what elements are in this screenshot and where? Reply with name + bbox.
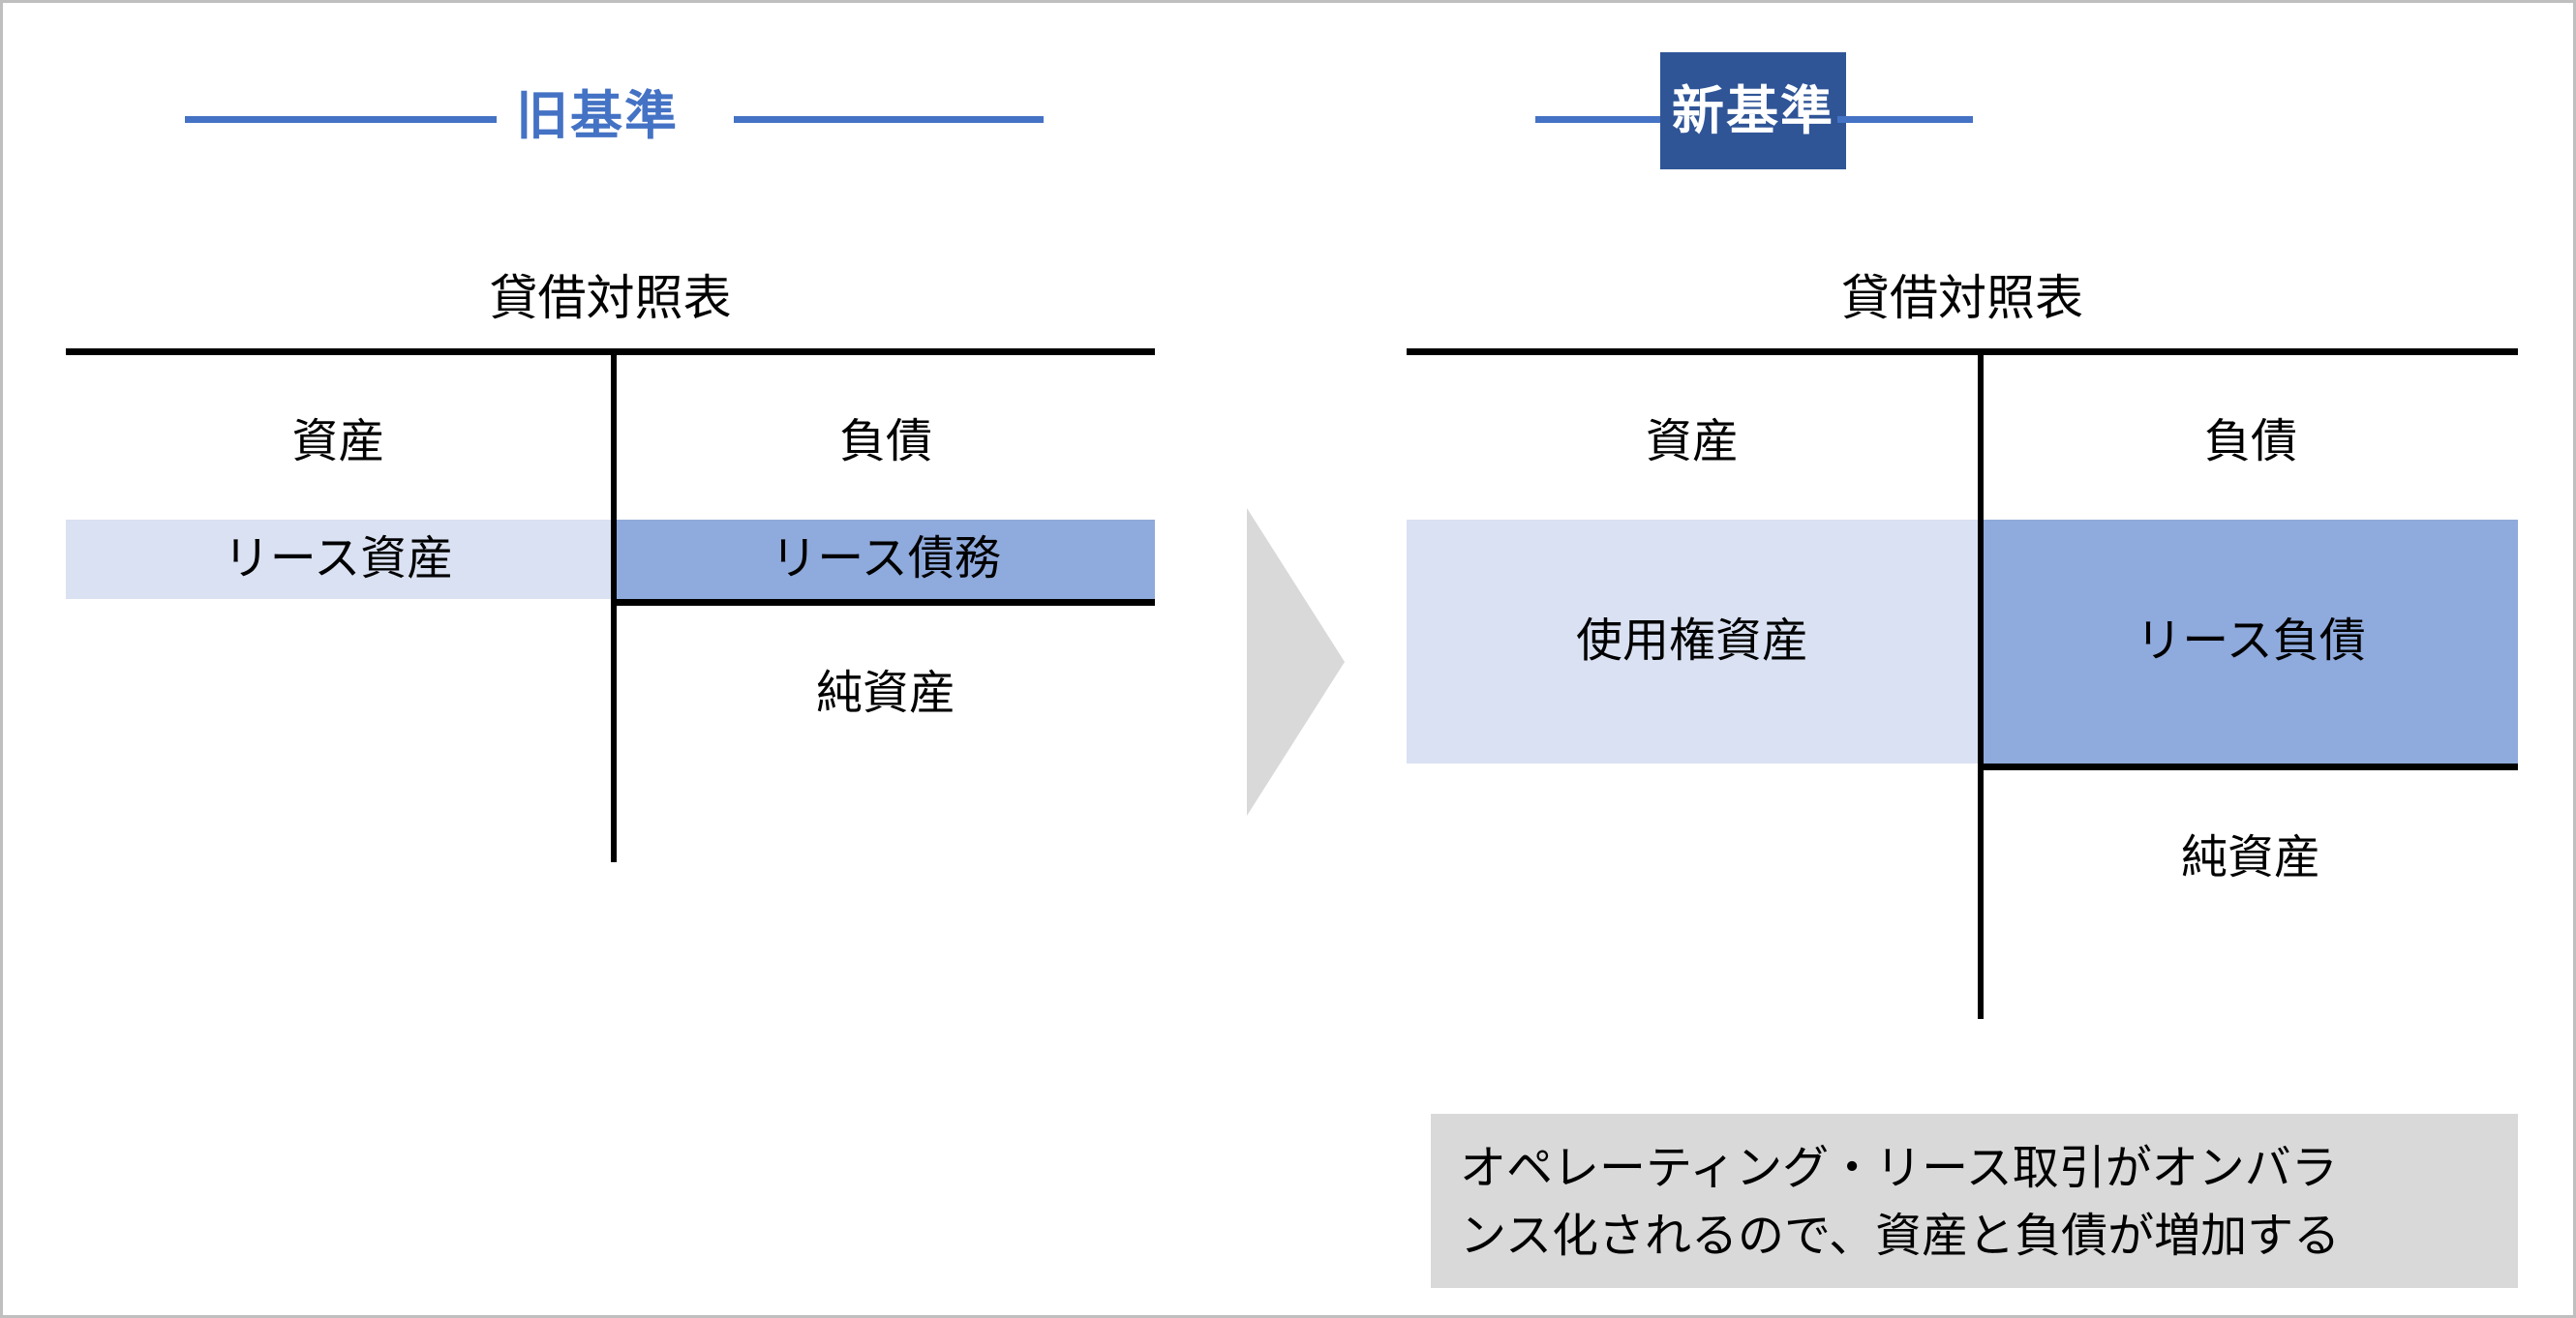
right-bs-net-assets: 純資産 xyxy=(2180,832,2320,884)
right-triangle-arrow-icon xyxy=(1247,508,1345,816)
left-section-header: 旧基準 xyxy=(3,51,1165,187)
header-rule-right-2 xyxy=(1837,116,1973,123)
left-bs-liability-header: 負債 xyxy=(838,416,932,467)
right-bs-vertical-divider xyxy=(1978,351,1984,1019)
caption-line-1: オペレーティング・リース取引がオンバラ xyxy=(1460,1143,2338,1194)
left-bs-liability-fill xyxy=(617,520,1155,599)
left-bs-asset-fill xyxy=(66,520,611,599)
left-bs-vertical-divider xyxy=(611,351,617,862)
right-bs-asset-header: 資産 xyxy=(1645,416,1739,467)
right-section-header: 新基準 xyxy=(1407,51,2520,187)
header-rule-right xyxy=(734,116,1044,123)
right-bs-title: 貸借対照表 xyxy=(1841,271,2083,325)
left-bs-net-assets: 純資産 xyxy=(815,668,955,719)
left-bs-asset-item: リース資産 xyxy=(223,533,454,584)
caption-line-2: ンス化されるので、資産と負債が増加する xyxy=(1460,1210,2341,1262)
right-bs-liability-bottom-rule xyxy=(1984,764,2518,770)
header-rule-left-2 xyxy=(1535,116,1665,123)
right-balance-sheet: 貸借対照表 資産 負債 使用権資産 リース負債 純資産 xyxy=(3,3,2573,1087)
right-bs-liability-fill xyxy=(1984,520,2518,764)
left-bs-liability-bottom-rule xyxy=(617,599,1155,606)
right-header-box: 新基準 xyxy=(1660,52,1846,169)
left-balance-sheet: 貸借対照表 資産 負債 リース資産 リース債務 純資産 xyxy=(3,3,1261,932)
caption-box: オペレーティング・リース取引がオンバラ ンス化されるので、資産と負債が増加する xyxy=(1431,1114,2518,1288)
right-bs-liability-item: リース負債 xyxy=(2136,615,2366,667)
left-bs-asset-header: 資産 xyxy=(291,416,385,467)
left-header-label: 旧基準 xyxy=(516,87,679,145)
right-bs-top-rule xyxy=(1407,348,2518,355)
right-header-label: 新基準 xyxy=(1672,81,1834,140)
left-bs-top-rule xyxy=(66,348,1155,355)
right-bs-asset-item: 使用権資産 xyxy=(1575,615,1808,667)
right-bs-asset-fill xyxy=(1407,520,1978,764)
header-rule-left xyxy=(185,116,497,123)
left-bs-title: 貸借対照表 xyxy=(489,271,732,325)
right-bs-liability-header: 負債 xyxy=(2203,416,2297,467)
left-bs-liability-item: リース債務 xyxy=(771,533,1001,584)
